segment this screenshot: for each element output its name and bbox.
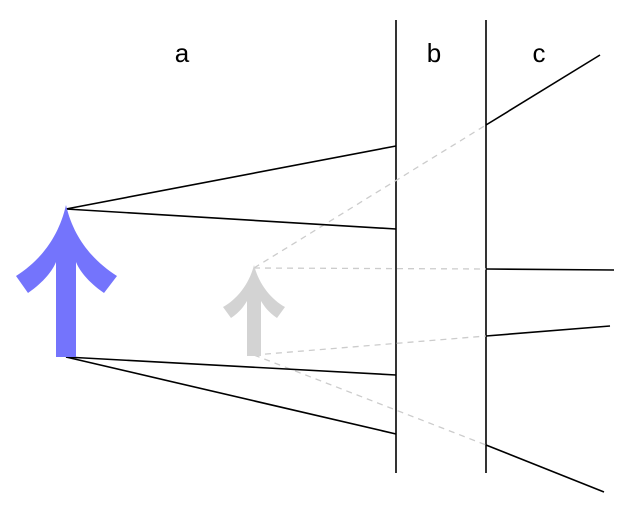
virtual-ray-1 [253, 124, 487, 269]
ray-top-2-a [65, 208, 397, 230]
ray-bottom-2-a [65, 356, 397, 435]
object-arrow-head [16, 205, 117, 357]
ray-top-1-c [485, 54, 601, 126]
up-arrow-icon [223, 265, 285, 356]
ray-top-1-a [65, 145, 397, 210]
virtual-rays [253, 124, 487, 446]
ray-bottom-2-c [485, 444, 605, 493]
image-arrow-head [223, 265, 285, 356]
label-region-b: b [427, 38, 441, 68]
up-arrow-icon [16, 205, 117, 357]
ray-top-2-c [485, 268, 615, 271]
label-region-a: a [175, 38, 190, 68]
virtual-ray-3 [253, 335, 487, 356]
label-region-c: c [533, 38, 546, 68]
real-rays [65, 54, 615, 493]
ray-bottom-1-a [65, 356, 397, 376]
ray-bottom-1-c [485, 325, 611, 337]
virtual-ray-2 [253, 267, 487, 270]
virtual-ray-4 [253, 354, 487, 446]
